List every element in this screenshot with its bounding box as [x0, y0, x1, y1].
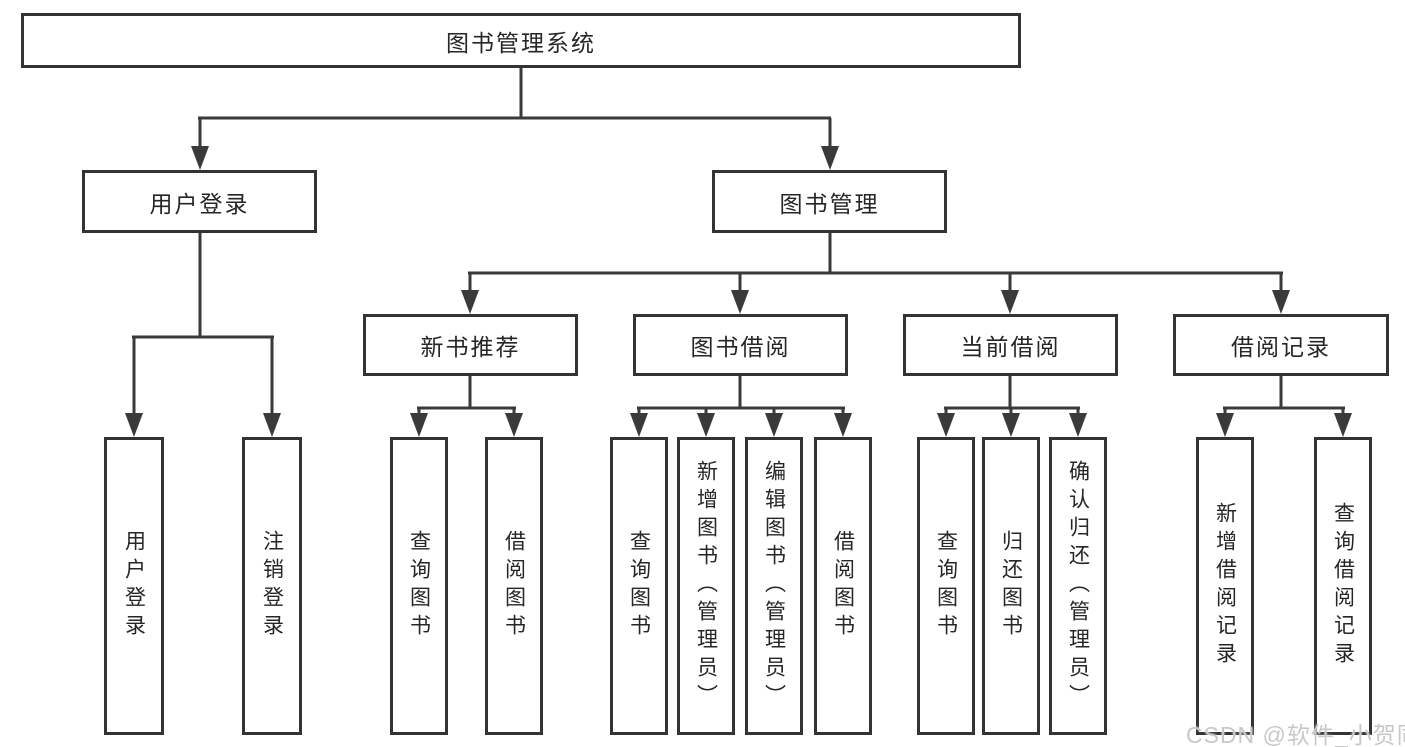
leaf-query-borrow-record: 查询借阅记录: [1314, 437, 1372, 735]
node-borrowing-records: 借阅记录: [1173, 314, 1389, 376]
leaf-user-login: 用户登录: [104, 437, 164, 735]
leaf-query-books-borrow: 查询图书: [610, 437, 668, 735]
node-label: 归还图书: [999, 530, 1023, 642]
node-library-management-system: 图书管理系统: [21, 13, 1021, 68]
node-label: 新书推荐: [420, 334, 521, 360]
leaf-borrow-books: 借阅图书: [814, 437, 872, 735]
node-label: 借阅图书: [502, 530, 526, 642]
node-label: 新增借阅记录: [1213, 502, 1237, 670]
node-book-management-branch: 图书管理: [712, 170, 947, 233]
node-label: 查询图书: [407, 530, 431, 642]
node-label: 查询图书: [934, 530, 958, 642]
node-label: 确认归还（管理员）: [1066, 460, 1090, 712]
node-label: 图书管理: [779, 190, 880, 217]
leaf-add-books-admin: 新增图书（管理员）: [677, 437, 735, 735]
leaf-logout: 注销登录: [242, 437, 302, 735]
arrowhead-icons: [125, 146, 1352, 437]
leaf-query-books-current: 查询图书: [917, 437, 975, 735]
node-label: 注销登录: [260, 530, 284, 642]
node-label: 用户登录: [149, 190, 250, 217]
node-label: 新增图书（管理员）: [694, 460, 718, 712]
node-label: 用户登录: [122, 530, 146, 642]
node-label: 借阅记录: [1231, 334, 1331, 360]
leaf-query-books-recommend: 查询图书: [390, 437, 448, 735]
leaf-add-borrow-record: 新增借阅记录: [1196, 437, 1254, 735]
node-label: 当前借阅: [960, 334, 1061, 360]
leaf-return-books: 归还图书: [982, 437, 1040, 735]
leaf-borrow-books-recommend: 借阅图书: [485, 437, 543, 735]
node-book-borrowing: 图书借阅: [633, 314, 848, 376]
node-new-book-recommendation: 新书推荐: [363, 314, 578, 376]
node-label: 图书管理系统: [446, 29, 596, 56]
node-label: 编辑图书（管理员）: [762, 460, 786, 712]
node-user-login-branch: 用户登录: [82, 170, 317, 233]
node-current-borrowing: 当前借阅: [903, 314, 1118, 376]
node-label: 查询借阅记录: [1331, 502, 1355, 670]
node-label: 图书借阅: [690, 334, 791, 360]
csdn-watermark: CSDN @软件_小贺同学: [1186, 722, 1405, 747]
node-label: 查询图书: [627, 530, 651, 642]
leaf-confirm-return-admin: 确认归还（管理员）: [1049, 437, 1107, 735]
node-label: 借阅图书: [831, 530, 855, 642]
leaf-edit-books-admin: 编辑图书（管理员）: [745, 437, 803, 735]
